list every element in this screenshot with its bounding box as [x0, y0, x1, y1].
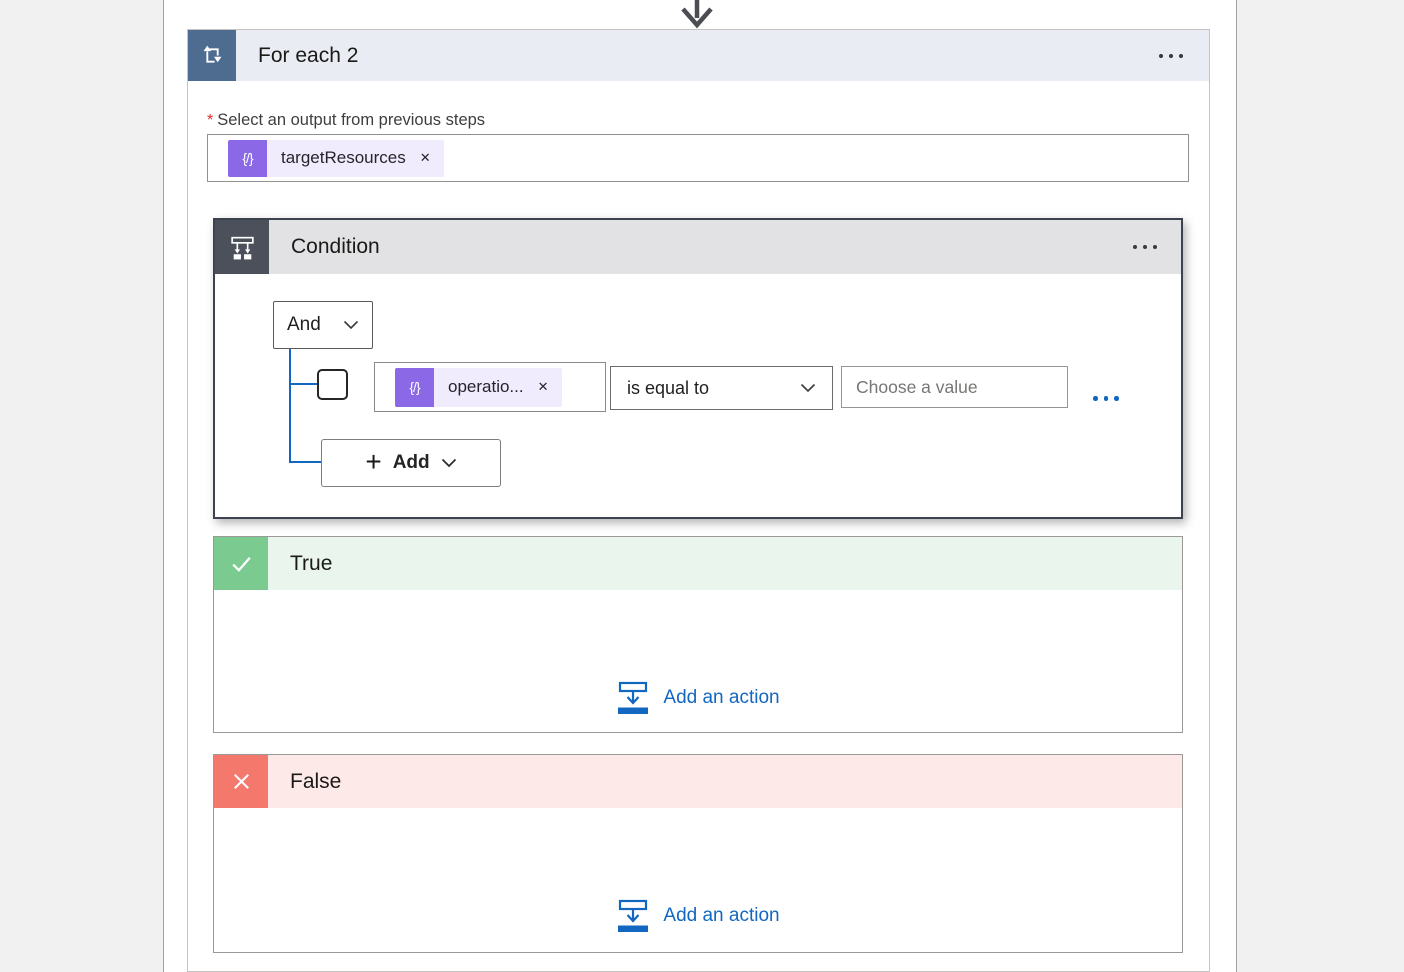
false-add-action-button[interactable]: Add an action	[214, 899, 1182, 933]
group-operator-value: And	[287, 314, 321, 335]
foreach-more-options-icon[interactable]	[1159, 53, 1183, 58]
row-more-options-icon[interactable]	[1093, 396, 1119, 401]
true-add-action-button[interactable]: Add an action	[214, 681, 1182, 715]
condition-row-checkbox[interactable]	[317, 369, 348, 400]
dynamic-content-icon: {/}	[395, 367, 434, 407]
condition-more-options-icon[interactable]	[1133, 245, 1157, 249]
connector-arrow-icon	[681, 0, 713, 29]
group-operator-dropdown[interactable]: And	[273, 301, 373, 349]
foreach-title: For each 2	[258, 43, 359, 67]
token-label: targetResources	[281, 148, 406, 167]
foreach-output-input[interactable]: {/} targetResources ✕	[207, 134, 1189, 182]
tree-connector-line	[289, 383, 317, 385]
condition-title: Condition	[291, 235, 380, 258]
condition-operator-value: is equal to	[627, 377, 710, 398]
condition-operator-dropdown[interactable]: is equal to	[610, 366, 833, 410]
tree-connector-line	[289, 349, 291, 463]
true-branch-card: True Add an action	[213, 536, 1183, 733]
token-remove-icon[interactable]: ✕	[537, 379, 549, 394]
condition-header[interactable]: Condition	[215, 220, 1181, 274]
add-action-label: Add an action	[663, 905, 780, 926]
false-branch-header[interactable]: False	[214, 755, 1182, 808]
foreach-loop-icon	[188, 30, 236, 81]
token-pill: {/} operatio... ✕	[395, 367, 562, 407]
add-action-icon	[618, 681, 649, 714]
foreach-field-label: *Select an output from previous steps	[207, 111, 485, 130]
add-condition-button[interactable]: + Add	[321, 439, 501, 487]
true-branch-header[interactable]: True	[214, 537, 1182, 590]
token-label: operatio...	[448, 377, 524, 396]
chevron-down-icon	[441, 458, 456, 468]
field-label-text: Select an output from previous steps	[217, 111, 486, 129]
condition-left-operand-input[interactable]: {/} operatio... ✕	[374, 362, 606, 412]
token-pill: {/} targetResources ✕	[228, 139, 444, 177]
chevron-down-icon	[800, 383, 816, 393]
required-asterisk: *	[207, 112, 214, 129]
add-button-label: Add	[392, 452, 430, 473]
x-mark-icon	[214, 755, 268, 808]
plus-icon: +	[365, 445, 382, 477]
add-action-label: Add an action	[663, 687, 780, 708]
condition-card: Condition And {/} operatio... ✕ is equal…	[213, 218, 1183, 519]
token-remove-icon[interactable]: ✕	[419, 150, 431, 165]
dynamic-content-icon: {/}	[228, 139, 267, 177]
add-action-icon	[618, 899, 649, 932]
chevron-down-icon	[343, 320, 359, 330]
tree-connector-line	[289, 461, 321, 463]
condition-branch-icon	[215, 220, 269, 274]
foreach-header[interactable]: For each 2	[188, 30, 1209, 81]
checkmark-icon	[214, 537, 268, 590]
false-branch-title: False	[290, 769, 342, 793]
condition-value-input[interactable]	[841, 366, 1068, 408]
true-branch-title: True	[290, 551, 333, 575]
false-branch-card: False Add an action	[213, 754, 1183, 953]
